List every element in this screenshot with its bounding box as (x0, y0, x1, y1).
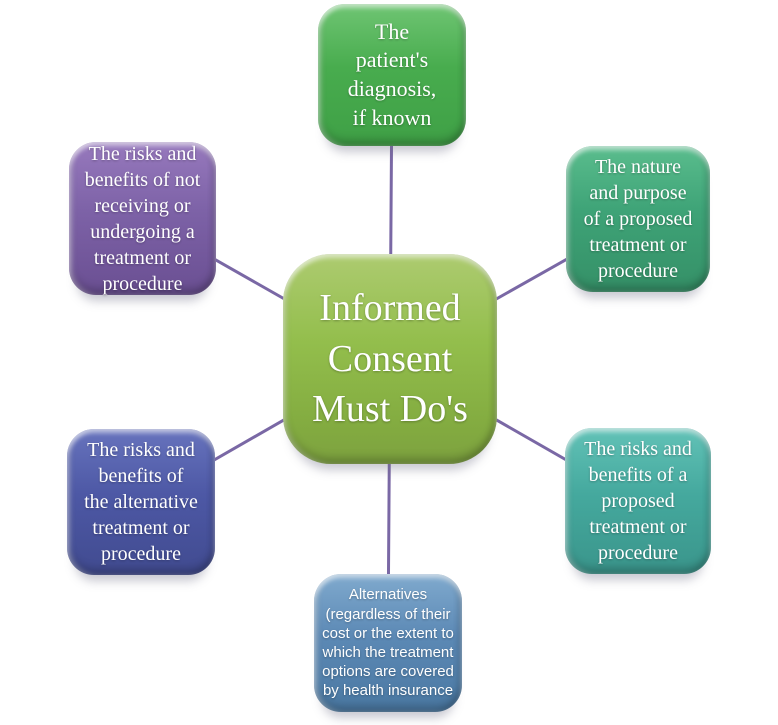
node-risks-benefits-not-receiving: The risks and benefits of not receiving … (69, 142, 216, 295)
center-node: Informed Consent Must Do's (283, 254, 497, 464)
node-patients-diagnosis: The patient's diagnosis, if known (318, 4, 466, 146)
node-patients-diagnosis-label: The patient's diagnosis, if known (347, 18, 437, 130)
node-risks-benefits-proposed-label: The risks and benefits of a proposed tre… (584, 438, 692, 564)
node-alternatives: Alternatives (regardless of their cost o… (314, 574, 462, 712)
node-alternatives-label: Alternatives (regardless of their cost o… (322, 586, 454, 700)
node-nature-and-purpose: The nature and purpose of a proposed tre… (566, 146, 710, 292)
node-risks-benefits-alternative-label: The risks and benefits of the alternativ… (84, 439, 198, 565)
node-risks-benefits-alternative: The risks and benefits of the alternativ… (67, 429, 215, 575)
node-risks-benefits-not-receiving-label: The risks and benefits of not receiving … (84, 142, 201, 295)
node-risks-benefits-proposed: The risks and benefits of a proposed tre… (565, 428, 711, 574)
center-node-label: Informed Consent Must Do's (312, 287, 468, 431)
node-nature-and-purpose-label: The nature and purpose of a proposed tre… (583, 156, 693, 282)
